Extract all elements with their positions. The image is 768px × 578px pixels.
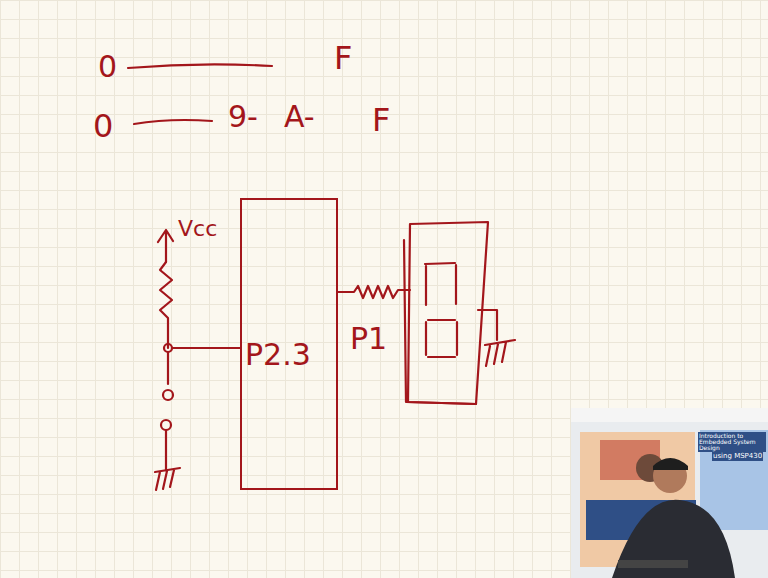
range-mark: 9-: [228, 102, 258, 132]
switch-contact: [161, 420, 171, 430]
range-line: [128, 64, 272, 68]
wire: [172, 347, 240, 349]
range-end: F: [372, 104, 390, 136]
range-end: F: [334, 42, 352, 74]
resistor-symbol: [338, 286, 410, 298]
vcc-arrow: [158, 230, 173, 262]
range-line: [134, 120, 212, 124]
wire: [165, 430, 167, 470]
range-mark: A-: [284, 102, 315, 132]
supply-label: Vcc: [178, 218, 217, 240]
junction-dot: [164, 344, 172, 352]
display-housing: [408, 222, 488, 404]
wire: [167, 352, 169, 384]
course-subtitle: using MSP430: [712, 452, 763, 461]
video-inset: [571, 408, 768, 578]
range-start: 0: [93, 110, 113, 142]
pin-label: P2.3: [245, 340, 311, 370]
seven-segment-digit: [425, 263, 457, 357]
switch-contact: [163, 390, 173, 400]
course-title: Introduction to Embedded System Design: [698, 432, 766, 452]
ground-symbol: [485, 340, 515, 366]
range-start: 0: [98, 52, 117, 82]
ground-symbol: [155, 468, 180, 490]
port-label: P1: [350, 324, 387, 354]
resistor-symbol: [160, 262, 172, 348]
wire: [478, 310, 497, 340]
microcontroller-box: P2.3: [240, 198, 338, 490]
display-housing: [404, 240, 476, 404]
